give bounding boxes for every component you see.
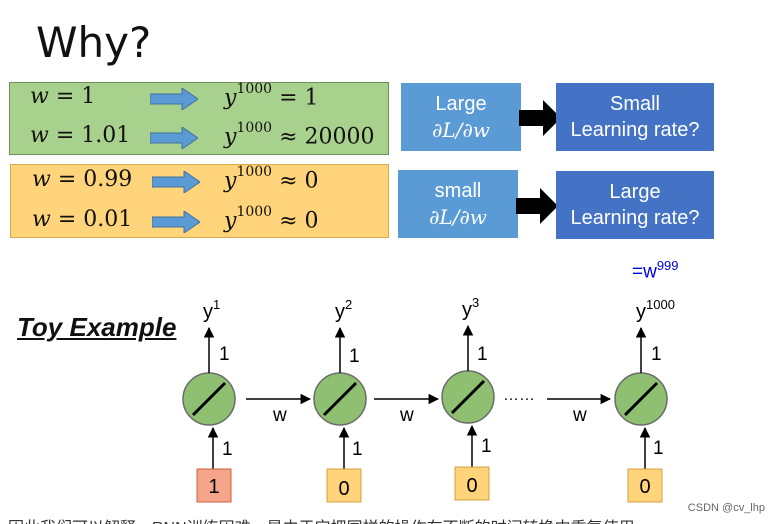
in-weight-2: 1 bbox=[352, 439, 363, 460]
right-arrow-icon bbox=[150, 88, 198, 110]
learning-rate-label: Learning rate? bbox=[570, 119, 700, 141]
large-gradient-box: Large ∂L/∂w bbox=[401, 83, 521, 151]
green-panel bbox=[9, 82, 389, 155]
small-lr-box: Small Learning rate? bbox=[556, 83, 714, 151]
right-arrow-icon bbox=[150, 127, 198, 149]
w-999-note: =w999 bbox=[632, 258, 679, 283]
recurrent-label-3: w bbox=[572, 405, 587, 426]
up-weight-3: 1 bbox=[477, 344, 488, 365]
black-arrow-icon bbox=[519, 100, 561, 136]
input-box-2 bbox=[326, 468, 362, 503]
equation-w-0-99: w = 0.99 bbox=[32, 167, 133, 192]
gradient-symbol: ∂L/∂w bbox=[429, 205, 487, 229]
in-weight-3: 1 bbox=[481, 436, 492, 457]
up-weight-2: 1 bbox=[349, 346, 360, 367]
input-box-1 bbox=[196, 468, 232, 503]
small-lr-label: Small bbox=[609, 93, 660, 115]
output-label-1: y1 bbox=[203, 297, 220, 323]
output-label-2: y2 bbox=[335, 297, 352, 323]
small-gradient-box: small ∂L/∂w bbox=[398, 170, 518, 238]
learning-rate-label: Learning rate? bbox=[570, 207, 700, 229]
large-lr-label: Large bbox=[609, 181, 661, 203]
large-lr-box: Large Learning rate? bbox=[556, 171, 714, 239]
equation-w-1: w = 1 bbox=[30, 84, 96, 109]
recurrent-label-1: w bbox=[272, 405, 287, 426]
input-value-1: 1 bbox=[208, 476, 219, 498]
output-label-3: y3 bbox=[462, 295, 479, 321]
output-label-4: y1000 bbox=[636, 297, 675, 323]
ellipsis: …… bbox=[503, 387, 535, 404]
in-weight-4: 1 bbox=[653, 438, 664, 459]
large-gradient-label: Large bbox=[435, 93, 487, 115]
page-title: Why? bbox=[36, 18, 152, 67]
recurrent-label-2: w bbox=[399, 405, 414, 426]
watermark: CSDN @cv_lhp bbox=[687, 502, 765, 514]
bottom-caption: 因此我们可以解释，RNN训练困难，是由于它把同样的操作在不断的时间转换中重复使用 bbox=[8, 514, 635, 524]
rnn-node-2 bbox=[313, 372, 367, 426]
equation-y-0-b: y1000 ≈ 0 bbox=[224, 204, 319, 234]
equation-y-0-a: y1000 ≈ 0 bbox=[224, 164, 319, 194]
input-value-4: 0 bbox=[639, 476, 650, 498]
equation-y-20000: y1000 ≈ 20000 bbox=[224, 120, 375, 150]
rnn-node-1000 bbox=[614, 372, 668, 426]
input-box-4 bbox=[627, 468, 663, 503]
equation-w-0-01: w = 0.01 bbox=[32, 207, 133, 232]
rnn-node-3 bbox=[441, 370, 495, 424]
rnn-node-1 bbox=[182, 372, 236, 426]
right-arrow-icon bbox=[152, 211, 200, 233]
small-gradient-label: small bbox=[434, 180, 482, 202]
up-weight-1: 1 bbox=[219, 344, 230, 365]
orange-panel bbox=[10, 164, 389, 238]
toy-example-label: Toy Example bbox=[17, 312, 177, 342]
black-arrow-icon bbox=[516, 188, 558, 224]
gradient-symbol: ∂L/∂w bbox=[432, 118, 490, 142]
input-value-2: 0 bbox=[338, 478, 349, 500]
up-weight-4: 1 bbox=[651, 344, 662, 365]
right-arrow-icon bbox=[152, 171, 200, 193]
in-weight-1: 1 bbox=[222, 439, 233, 460]
equation-y-1: y1000 = 1 bbox=[224, 81, 319, 111]
equation-w-1-01: w = 1.01 bbox=[30, 123, 131, 148]
input-value-3: 0 bbox=[466, 475, 477, 497]
input-box-3 bbox=[454, 466, 490, 501]
